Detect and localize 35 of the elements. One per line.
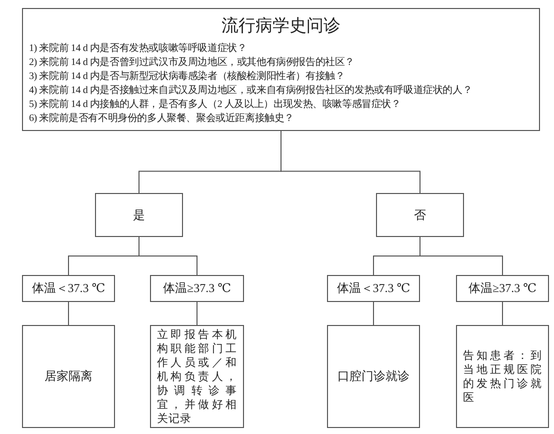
- box-label: 立即报告本机构职能部门工作人员或／和机构负责人，协调转诊事宜，并做好相关记录: [156, 328, 238, 426]
- process-box: [456, 275, 549, 302]
- box-label: 体温≥37.3 ℃: [468, 280, 536, 297]
- box-label: 否: [414, 206, 426, 224]
- question-text: 6) 来院前是否有不明身份的多人聚餐、聚会或近距离接触史？: [29, 112, 296, 126]
- question-text: 2) 来院前 14 d 内是否曾到过武汉市及周边地区，或其他有病例报告的社区？: [29, 56, 356, 70]
- connector-line: [420, 236, 503, 276]
- box-label: 口腔门诊就诊: [338, 368, 410, 385]
- process-box: [22, 275, 115, 302]
- box-label: 体温≥37.3 ℃: [162, 280, 231, 297]
- box-label: 告知患者：到当地正规医院的发热门诊就医: [462, 348, 543, 404]
- process-box: [456, 325, 549, 428]
- connector-line: [138, 236, 198, 276]
- box-label: 体温＜37.3 ℃: [32, 280, 106, 297]
- process-box: [150, 325, 244, 428]
- process-box: [22, 325, 115, 428]
- process-box: [327, 275, 420, 302]
- connector-line: [196, 302, 198, 326]
- connector-line: [373, 302, 374, 326]
- box-label: 是: [133, 206, 145, 224]
- connector-line: [502, 302, 503, 326]
- title: 流行病学史问诊: [220, 15, 342, 37]
- question-text: 1) 来院前 14 d 内是否有发热或咳嗽等呼吸道症状？: [29, 42, 248, 56]
- process-box: [95, 193, 183, 237]
- connector-line: [280, 130, 420, 194]
- question-text: 5) 来院前 14 d 内接触的人群，是否有多人（2 人及以上）出现发热、咳嗽等感冒症状？: [29, 98, 402, 112]
- question-text: 3) 来院前 14 d 内是否与新型冠状病毒感染者（核酸检测阳性者）有接触？: [29, 70, 346, 84]
- connector-line: [68, 302, 69, 326]
- process-box: [376, 193, 464, 237]
- question-text: 4) 来院前 14 d 内是否接触过来自武汉及周边地区，或来自有病例报告社区的发热或有呼吸道症状的人？: [29, 84, 474, 98]
- process-box: [327, 325, 420, 428]
- process-box: [150, 275, 244, 302]
- box-label: 居家隔离: [44, 368, 92, 385]
- inquiry-box: [22, 8, 540, 131]
- box-label: 体温＜37.3 ℃: [336, 280, 410, 297]
